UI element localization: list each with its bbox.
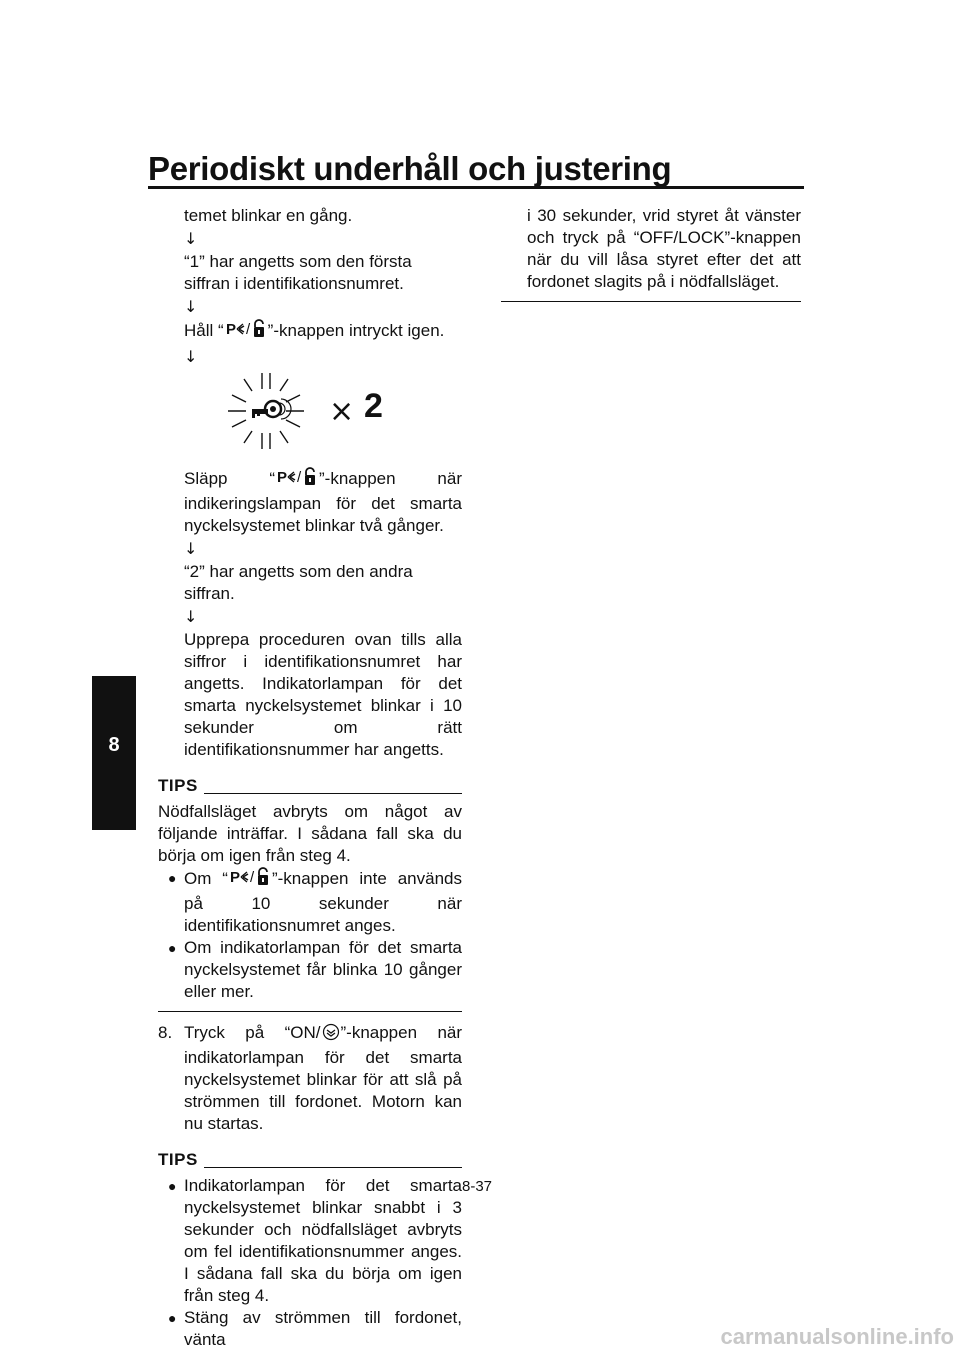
- text-fragment: ”-knappen när indikatorlampan för det sm…: [184, 1023, 463, 1133]
- step-block: temet blinkar en gång. ↓ “1” har angetts…: [158, 205, 462, 368]
- paragraph: “1” har angetts som den första siffran i…: [184, 252, 412, 293]
- svg-text:/: /: [250, 869, 255, 886]
- bullet-text: Stäng av strömmen till fordonet, vänta: [184, 1308, 462, 1349]
- step-block: Släpp “P/”-knappen när indikeringslampan…: [158, 467, 462, 761]
- down-arrow-icon: ↓: [184, 539, 198, 558]
- text-fragment: Tryck på “ON/: [184, 1023, 321, 1042]
- blinking-key-indicator-icon: [228, 373, 304, 449]
- tips-heading: TIPS: [158, 777, 462, 795]
- paragraph: “2” har angetts som den andra siffran.: [184, 562, 413, 603]
- svg-text:/: /: [297, 469, 302, 486]
- tips-label: TIPS: [158, 776, 198, 795]
- svg-text:P: P: [230, 869, 240, 886]
- tips-rule: [203, 1167, 462, 1168]
- list-item: ● Stäng av strömmen till fordonet, vänta: [158, 1307, 462, 1351]
- text-fragment: ”-knappen när indikeringslampan för det …: [184, 469, 462, 535]
- bullet-icon: ●: [168, 1178, 177, 1194]
- down-arrow-icon: ↓: [184, 229, 198, 248]
- tips-intro: Nödfallsläget avbryts om något av följan…: [158, 802, 462, 865]
- page-title: Periodiskt underhåll och justering: [148, 150, 672, 187]
- blink-figure: × 2: [184, 369, 462, 461]
- step-text: Tryck på “ON/”-knappen när indikatorlamp…: [184, 1022, 462, 1135]
- tips-heading: TIPS: [158, 1151, 462, 1169]
- text-fragment: ”-knappen inte används på 10 sekunder nä…: [184, 869, 462, 935]
- paragraph: temet blinkar en gång.: [184, 206, 353, 225]
- page-number: 8-37: [462, 1178, 493, 1195]
- bullet-text: Indikatorlampan för det smarta nyckelsys…: [184, 1176, 462, 1305]
- text-fragment: Släpp “: [184, 469, 276, 488]
- svg-text:P: P: [226, 321, 236, 338]
- paragraph: Släpp “P/”-knappen när indikeringslampan…: [184, 467, 462, 537]
- tips-end-rule: [501, 301, 801, 302]
- bullet-icon: ●: [168, 870, 177, 886]
- text-fragment: Om “: [184, 869, 228, 888]
- times-symbol: ×: [329, 394, 355, 429]
- key-lock-button-icon: P/: [276, 467, 318, 493]
- list-item: ● Om indikatorlampan för det smarta nyck…: [158, 937, 462, 1003]
- start-key-icon: [322, 1023, 340, 1047]
- key-lock-button-icon: P/: [225, 319, 267, 345]
- bullet-text: Om indikatorlampan för det smarta nyckel…: [184, 938, 462, 1001]
- bullet-icon: ●: [168, 1310, 177, 1326]
- text-fragment: Håll “: [184, 321, 224, 340]
- bullet-text: Om “P/”-knappen inte används på 10 sekun…: [184, 867, 462, 937]
- watermark: carmanualsonline.info: [720, 1324, 955, 1349]
- down-arrow-icon: ↓: [184, 297, 198, 316]
- tips-rule: [203, 793, 462, 794]
- chapter-tab-number: 8: [108, 734, 120, 756]
- step-number: 8.: [158, 1023, 173, 1042]
- key-lock-button-icon: P/: [229, 867, 271, 893]
- chapter-tab: 8: [92, 676, 136, 830]
- tips-label: TIPS: [158, 1150, 198, 1169]
- blink-count: 2: [364, 387, 383, 425]
- list-item: ● Indikatorlampan för det smarta nyckels…: [158, 1175, 462, 1307]
- tips-end-rule: [158, 1011, 462, 1012]
- bullet-icon: ●: [168, 940, 177, 956]
- paragraph: Upprepa proceduren ovan tills alla siffr…: [184, 630, 462, 759]
- paragraph: Håll “P/”-knappen intryckt igen.: [184, 319, 462, 345]
- down-arrow-icon: ↓: [184, 347, 198, 366]
- down-arrow-icon: ↓: [184, 607, 198, 626]
- numbered-step: 8. Tryck på “ON/”-knappen när indikatorl…: [158, 1022, 462, 1135]
- text-fragment: ”-knappen intryckt igen.: [267, 321, 445, 340]
- svg-text:P: P: [277, 469, 287, 486]
- svg-text:/: /: [246, 321, 251, 338]
- paragraph: i 30 sekunder, vrid styret åt vänster oc…: [527, 206, 801, 291]
- title-rule: [148, 186, 804, 189]
- left-column: temet blinkar en gång. ↓ “1” har angetts…: [158, 205, 462, 1351]
- right-column: i 30 sekunder, vrid styret åt vänster oc…: [501, 205, 801, 302]
- list-item: ● Om “P/”-knappen inte används på 10 sek…: [158, 867, 462, 937]
